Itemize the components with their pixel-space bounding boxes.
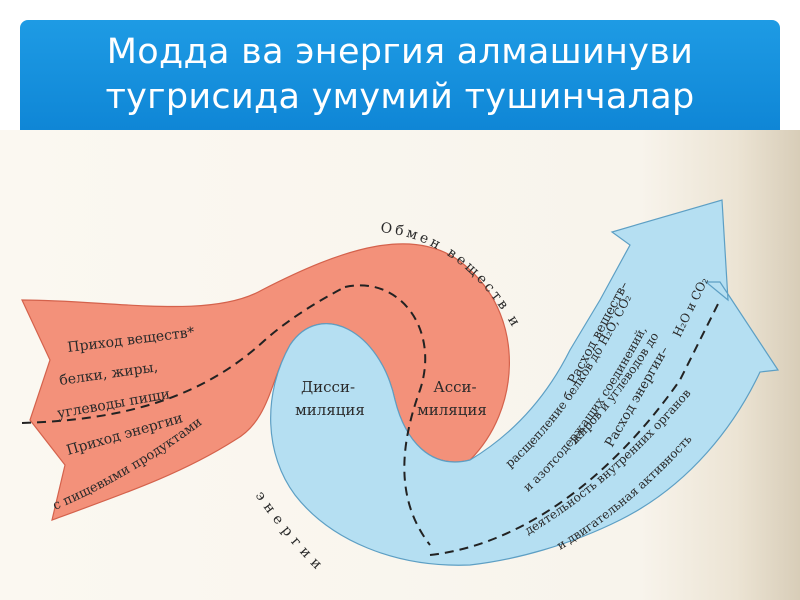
assimilation-label-2: миляция: [417, 401, 487, 419]
dissimilation-label-2: миляция: [295, 401, 365, 419]
assimilation-label-1: Асси-: [433, 378, 476, 396]
slide-title-line-1: Модда ва энергия алмашинуви: [106, 32, 694, 72]
dashed-divider-intake: [21, 286, 346, 424]
slide-title-bar: Модда ва энергия алмашинуви тугрисида ум…: [20, 20, 780, 130]
dissimilation-label-1: Дисси-: [301, 378, 355, 396]
energy-outflow-band: [270, 199, 780, 566]
slide-title-line-2: тугрисида умумий тушинчалар: [105, 77, 695, 117]
dashed-divider-outflow: [429, 299, 721, 556]
dashed-divider-inner: [344, 284, 431, 546]
